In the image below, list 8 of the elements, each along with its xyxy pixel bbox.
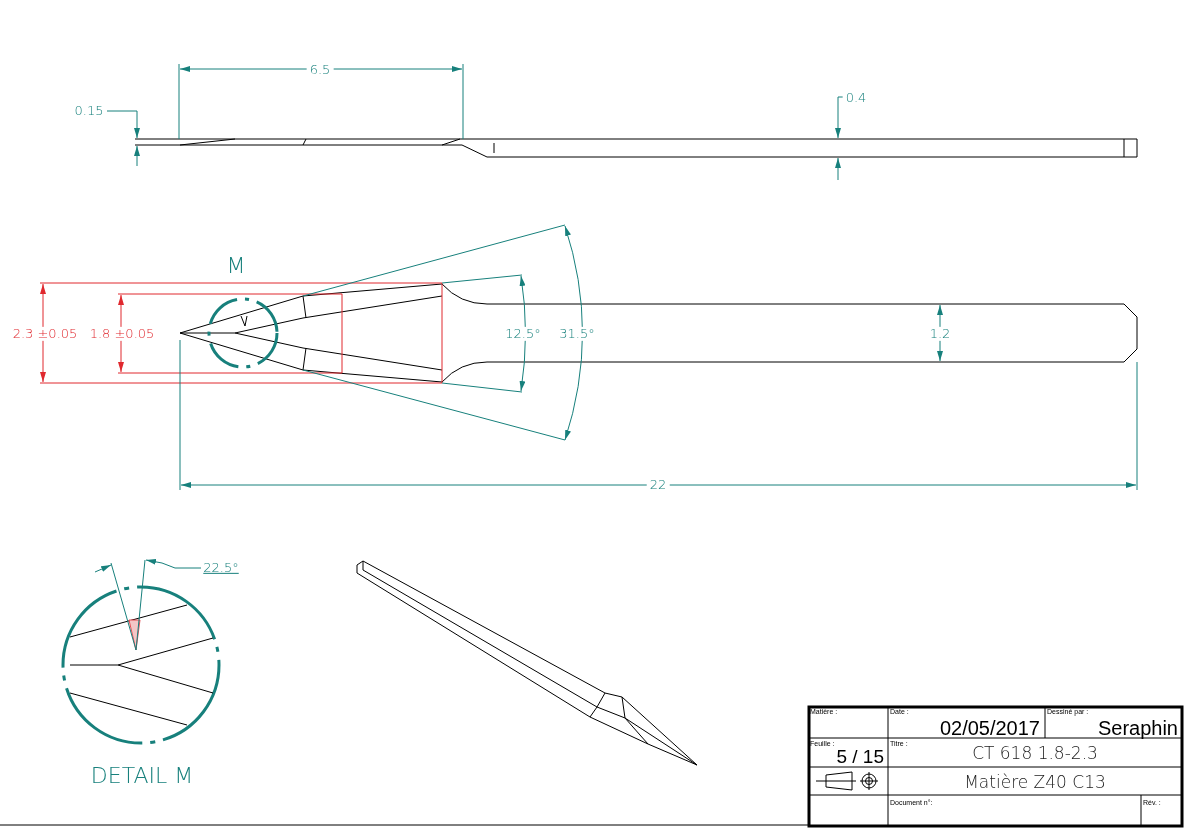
- date-value: 02/05/2017: [939, 717, 1040, 739]
- designer-value: Seraphin: [1097, 717, 1178, 739]
- view-label: M: [226, 253, 246, 279]
- dimension-text: 22.5°: [203, 560, 239, 576]
- material-value: Matière Z40 C13: [964, 772, 1106, 792]
- view-label: DETAIL M: [90, 763, 194, 789]
- sheet-value: 5 / 15: [836, 746, 884, 768]
- title-value: CT 618 1.8-2.3: [972, 743, 1098, 763]
